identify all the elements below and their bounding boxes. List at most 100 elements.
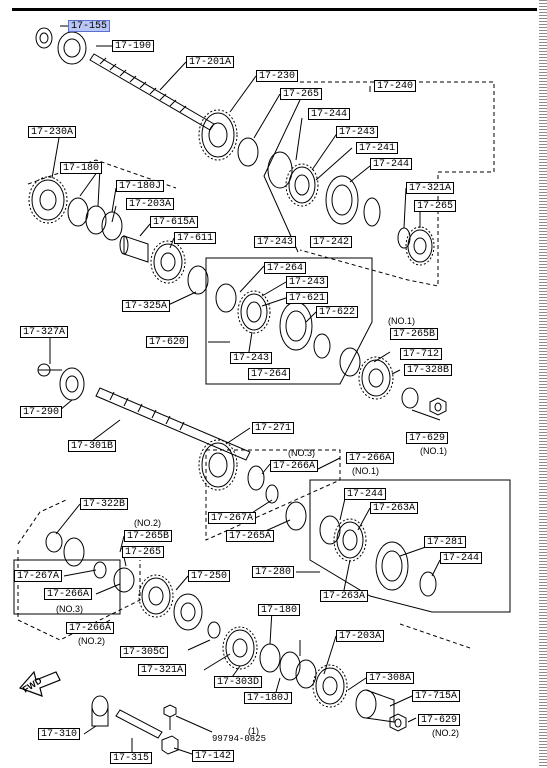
part-label-17-621: 17-621 (286, 292, 329, 304)
ring-part (187, 265, 209, 295)
gear-part (358, 356, 394, 400)
bolt-part (163, 704, 177, 730)
part-label-17-629-a: 17-629 (406, 432, 449, 444)
part-label-17-265-r: 17-265 (414, 200, 457, 212)
synchro-sleeve-part (325, 175, 359, 225)
part-label-17-305C: 17-305C (120, 646, 169, 658)
part-label-17-263A-a: 17-263A (370, 502, 419, 514)
part-label-17-310: 17-310 (38, 728, 81, 740)
part-label-17-611: 17-611 (174, 232, 217, 244)
bearing-part (59, 367, 85, 401)
ring-part (215, 283, 237, 313)
synchro-sleeve-part (375, 541, 409, 591)
top-border-bar (12, 8, 537, 11)
bearing-part (37, 363, 62, 377)
part-label-17-243-c: 17-243 (286, 276, 329, 288)
ring-part (279, 651, 301, 681)
part-label-17-715A: 17-715A (412, 690, 461, 702)
gear-part (333, 518, 367, 562)
part-label-17-712: 17-712 (400, 348, 443, 360)
part-label-17-301B: 17-301B (68, 440, 117, 452)
gear-part (222, 626, 258, 670)
page-edge-rule (539, 0, 547, 768)
bearing-part (401, 387, 419, 409)
part-label-17-190: 17-190 (112, 40, 155, 52)
ring-part (67, 197, 89, 227)
part-label-17-280: 17-280 (252, 566, 295, 578)
gear-part (285, 163, 319, 207)
gear-part (150, 240, 186, 284)
part-label-17-265B: 17-265B (390, 328, 439, 340)
part-label-17-263A-b: 17-263A (320, 590, 369, 602)
part-label-17-271: 17-271 (252, 422, 295, 434)
bearing-part (57, 31, 87, 65)
part-label-17-328B: 17-328B (404, 364, 453, 376)
nut-part (429, 397, 447, 416)
ring-part (247, 465, 265, 491)
part-label-17-241: 17-241 (356, 142, 399, 154)
part-label-17-322B: 17-322B (80, 498, 129, 510)
part-label-17-620: 17-620 (146, 336, 189, 348)
bracket-part (161, 735, 179, 755)
synchro-sleeve-part (279, 301, 313, 351)
part-label-17-155: 17-155 (68, 20, 111, 32)
part-label-17-264-b: 17-264 (248, 368, 291, 380)
part-label-17-281: 17-281 (424, 536, 467, 548)
gear-part (28, 176, 68, 224)
gear-part (237, 290, 271, 334)
gear-part (173, 593, 203, 631)
gear-part (138, 574, 174, 618)
part-label-17-303D: 17-303D (214, 676, 263, 688)
forward-direction-arrow (18, 670, 61, 697)
note-code-99794: 99794-0825 (212, 734, 267, 744)
ring-part (339, 347, 361, 377)
part-label-17-244-a: 17-244 (308, 108, 351, 120)
part-label-17-243-a: 17-243 (336, 126, 379, 138)
note-no1-c: (NO.1) (352, 466, 379, 476)
ring-part (419, 571, 437, 597)
ring-part (295, 659, 317, 689)
part-label-17-267A-b: 17-267A (14, 570, 63, 582)
part-label-17-290: 17-290 (20, 406, 63, 418)
sleeve-part (119, 235, 149, 263)
part-label-17-244-c: 17-244 (344, 488, 387, 500)
ring-part (259, 643, 281, 673)
ring-part (237, 137, 259, 167)
part-label-17-243-d: 17-243 (230, 352, 273, 364)
part-label-17-242: 17-242 (310, 236, 353, 248)
part-label-17-321A-b: 17-321A (138, 664, 187, 676)
part-label-17-244-b: 17-244 (370, 158, 413, 170)
ring-part (207, 621, 221, 639)
part-label-17-266A-b: 17-266A (346, 452, 395, 464)
ring-part (45, 531, 63, 553)
ring-part (265, 484, 279, 504)
part-label-17-267A-a: 17-267A (208, 512, 257, 524)
part-label-17-180J-b: 17-180J (244, 692, 293, 704)
part-label-17-266A-a: 17-266A (270, 460, 319, 472)
part-label-17-266A-c: 17-266A (44, 588, 93, 600)
part-label-17-321A: 17-321A (406, 182, 455, 194)
part-label-17-230A: 17-230A (28, 126, 77, 138)
part-label-17-265-c: 17-265 (122, 546, 165, 558)
part-label-17-203A-top: 17-203A (126, 198, 175, 210)
shaft-part (95, 387, 251, 461)
part-label-17-264-a: 17-264 (264, 262, 307, 274)
part-label-17-266A-d: 17-266A (66, 622, 115, 634)
shaft-part (115, 709, 163, 739)
part-label-17-250: 17-250 (188, 570, 231, 582)
gear-part (198, 439, 238, 491)
note-no1-a: (NO.1) (388, 316, 415, 326)
gear-part (405, 226, 435, 266)
part-label-17-327A: 17-327A (20, 326, 69, 338)
part-label-17-201A: 17-201A (186, 56, 235, 68)
part-label-17-615A: 17-615A (150, 216, 199, 228)
note-no3-b: (NO.3) (56, 604, 83, 614)
gear-part (355, 689, 395, 723)
gear-part (198, 109, 238, 161)
ring-part (63, 537, 85, 567)
part-label-17-142: 17-142 (192, 750, 235, 762)
part-label-17-240: 17-240 (374, 80, 417, 92)
ring-part (313, 333, 331, 359)
part-label-17-203A-b: 17-203A (336, 630, 385, 642)
